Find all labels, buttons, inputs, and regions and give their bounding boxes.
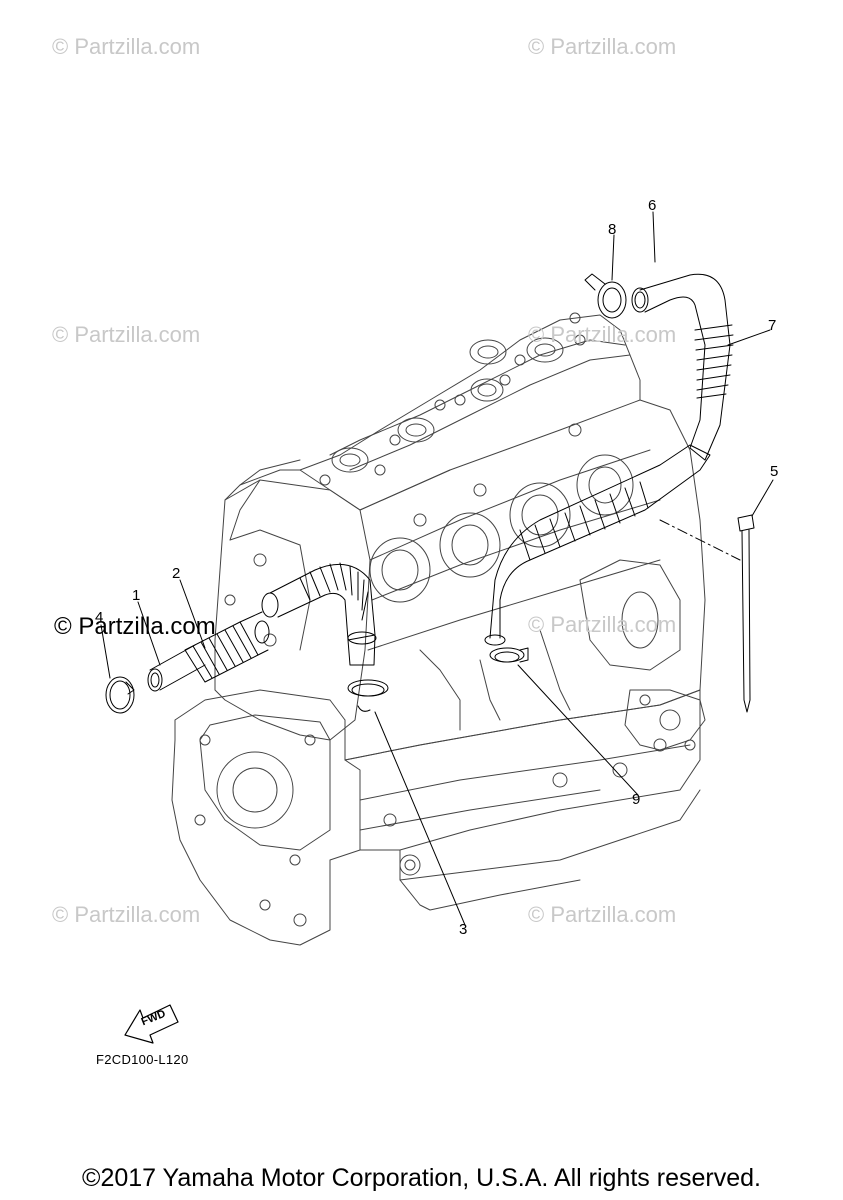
part-4-clip bbox=[105, 676, 135, 714]
corrugated-hose-center bbox=[484, 444, 711, 646]
part-9-clamp bbox=[489, 647, 529, 663]
callout-8: 8 bbox=[608, 221, 617, 238]
watermark: © Partzilla.com bbox=[52, 34, 201, 59]
watermark: © Partzilla.com bbox=[528, 322, 677, 347]
engine-cylinder-head bbox=[224, 312, 641, 541]
engine-cylinder-block bbox=[214, 399, 706, 761]
part-code: F2CD100-L120 bbox=[96, 1052, 189, 1067]
watermark: © Partzilla.com bbox=[528, 612, 677, 637]
callout-1: 1 bbox=[132, 587, 141, 604]
bend-hose-left bbox=[261, 562, 377, 666]
fwd-arrow-icon bbox=[124, 1004, 179, 1044]
part-7-hose bbox=[694, 324, 734, 399]
callout-leaders bbox=[100, 211, 774, 926]
part-3-clamp bbox=[347, 679, 389, 712]
copyright-notice: ©2017 Yamaha Motor Corporation, U.S.A. A… bbox=[82, 1164, 761, 1192]
callout-3: 3 bbox=[459, 921, 468, 938]
callout-7: 7 bbox=[768, 317, 777, 334]
watermark: © Partzilla.com bbox=[528, 902, 677, 927]
callout-4: 4 bbox=[95, 609, 104, 626]
watermark: © Partzilla.com bbox=[52, 322, 201, 347]
callout-6: 6 bbox=[648, 197, 657, 214]
callout-2: 2 bbox=[172, 565, 181, 582]
callout-9: 9 bbox=[632, 791, 641, 808]
watermark: © Partzilla.com bbox=[528, 34, 677, 59]
part-6-hose bbox=[631, 273, 731, 461]
callout-5: 5 bbox=[770, 463, 779, 480]
part-8-clamp bbox=[584, 273, 627, 319]
watermark-strong: © Partzilla.com bbox=[54, 613, 216, 640]
part-2-hose bbox=[184, 611, 270, 683]
watermark: © Partzilla.com bbox=[52, 902, 201, 927]
part-5-cable-tie bbox=[737, 514, 755, 713]
